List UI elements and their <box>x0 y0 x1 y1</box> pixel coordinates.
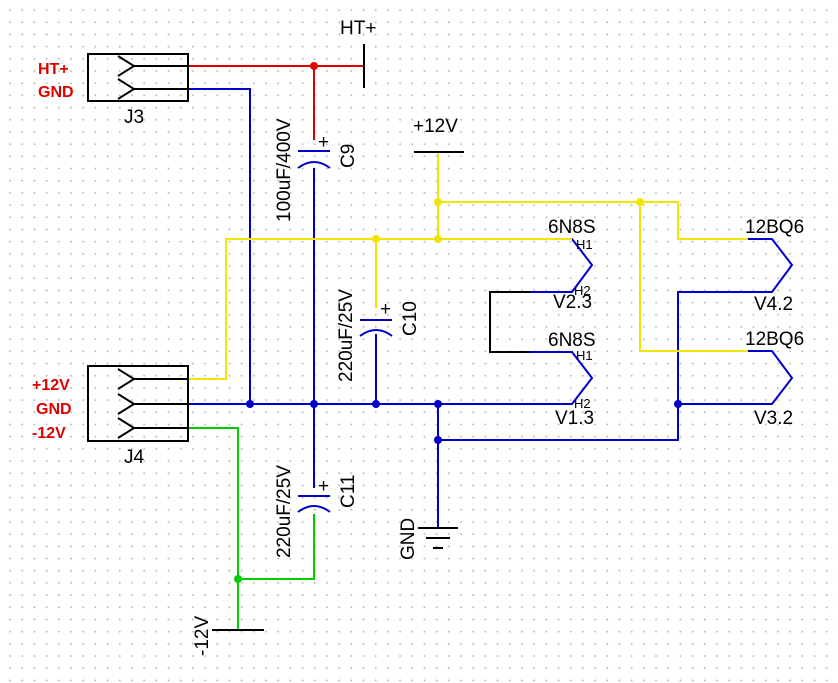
v1-3-h1-label: H1 <box>576 348 593 363</box>
c11-plus: + <box>318 476 329 497</box>
junction-dot <box>674 400 682 408</box>
heater-v1-3: 6N8S H1 H2 V1.3 <box>530 330 596 429</box>
c11-value-label: 220uF/25V <box>274 465 295 558</box>
junction-dot <box>434 235 442 243</box>
power-symbol-ht: HT+ <box>340 18 376 88</box>
wire-gnd-j3 <box>188 88 251 404</box>
junction-dot <box>636 198 644 206</box>
j3-ref-label: J3 <box>124 107 144 128</box>
c9-value-label: 100uF/400V <box>274 118 295 222</box>
wire-ht <box>188 65 364 140</box>
v2-3-ref-label: V2.3 <box>553 292 592 313</box>
wire-12v-12bq6 <box>438 201 748 352</box>
wire-12v-main <box>188 238 530 380</box>
c10-plus: + <box>380 299 391 320</box>
c11-ref-label: C11 <box>338 475 359 508</box>
heater-v3-2: 12BQ6 V3.2 <box>745 329 804 429</box>
ground-symbol: GND <box>398 518 458 560</box>
junction-dot <box>310 62 318 70</box>
wire-gnd-12bq6 <box>438 291 748 441</box>
j3-pin-ht-label: HT+ <box>38 61 69 78</box>
junction-dot <box>310 400 318 408</box>
v3-2-type-label: 12BQ6 <box>745 329 804 350</box>
junctions <box>234 62 682 583</box>
v1-3-h2-label: H2 <box>574 396 591 411</box>
j4-pin-gnd-label: GND <box>36 401 72 418</box>
power-symbol-plus12: +12V <box>413 116 464 153</box>
v4-2-ref-label: V4.2 <box>754 294 793 315</box>
v4-2-type-label: 12BQ6 <box>745 217 804 238</box>
v3-2-ref-label: V3.2 <box>754 408 793 429</box>
connector-j3: HT+ GND J3 <box>38 53 189 128</box>
heater-v2-3: 6N8S H1 H2 V2.3 <box>530 217 596 313</box>
wire-minus12 <box>188 427 315 630</box>
v2-3-type-label: 6N8S <box>548 217 596 238</box>
junction-dot <box>234 575 242 583</box>
junction-dot <box>372 235 380 243</box>
capacitor-c9: + C9 100uF/400V <box>274 118 359 222</box>
junction-dot <box>434 198 442 206</box>
gnd-label: GND <box>398 518 419 560</box>
power-symbol-minus12: -12V <box>192 616 264 656</box>
plus12-label: +12V <box>413 116 458 137</box>
c9-plus: + <box>318 132 329 153</box>
j4-ref-label: J4 <box>124 447 145 468</box>
connector-j4: +12V GND -12V J4 <box>32 365 189 468</box>
v1-3-ref-label: V1.3 <box>555 408 594 429</box>
wire-heater-link <box>489 291 530 353</box>
c10-value-label: 220uF/25V <box>336 289 357 382</box>
ht-plus-label: HT+ <box>340 18 376 39</box>
junction-dot <box>434 400 442 408</box>
v1-3-type-label: 6N8S <box>548 330 596 351</box>
c9-ref-label: C9 <box>338 144 359 168</box>
j3-pin-gnd-label: GND <box>38 84 74 101</box>
junction-dot <box>372 400 380 408</box>
j4-pin-plus12-label: +12V <box>32 377 70 394</box>
capacitor-c10: + C10 220uF/25V <box>336 289 421 382</box>
j4-pin-minus12-label: -12V <box>32 425 66 442</box>
heater-v4-2: 12BQ6 V4.2 <box>745 217 804 315</box>
capacitor-c11: + C11 220uF/25V <box>274 465 359 558</box>
wires <box>188 65 748 630</box>
junction-dot <box>434 436 442 444</box>
v2-3-h1-label: H1 <box>576 237 593 252</box>
junction-dot <box>246 400 254 408</box>
minus12-label: -12V <box>192 616 213 656</box>
c10-ref-label: C10 <box>400 301 421 336</box>
v2-3-h2-label: H2 <box>574 283 591 298</box>
